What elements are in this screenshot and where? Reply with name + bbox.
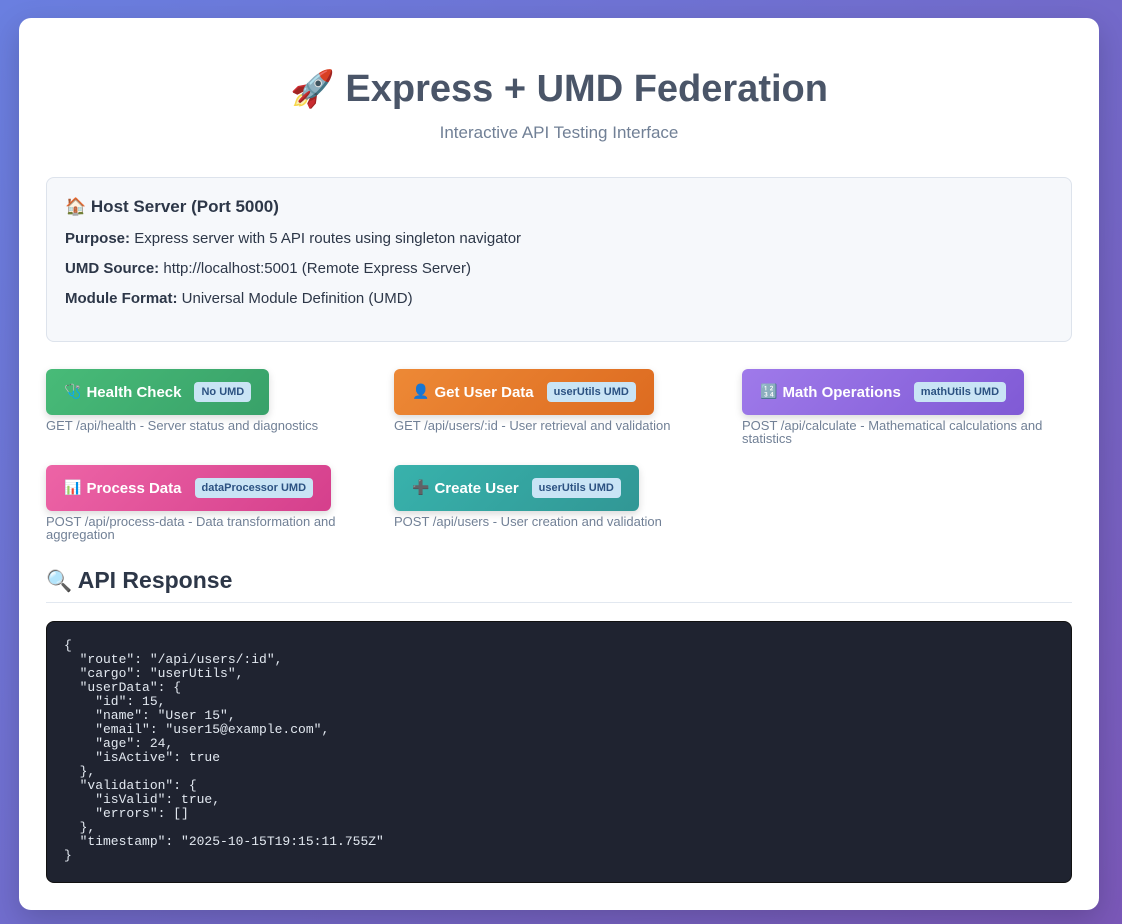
umd-badge: mathUtils UMD <box>913 382 1007 402</box>
info-umd-source: UMD Source: http://localhost:5001 (Remot… <box>65 260 1053 278</box>
process-data-description: POST /api/process-data - Data transforma… <box>46 514 336 542</box>
info-umd-source-value: http://localhost:5001 (Remote Express Se… <box>163 260 471 277</box>
house-icon: 🏠 <box>65 197 87 216</box>
main-card: 🚀 Express + UMD Federation Interactive A… <box>19 18 1099 910</box>
rocket-icon: 🚀 <box>290 69 335 110</box>
info-title-text: Host Server (Port 5000) <box>90 197 279 216</box>
page-title-text: Express + UMD Federation <box>345 68 828 110</box>
page-title: 🚀 Express + UMD Federation <box>19 64 1099 115</box>
info-module-format-value: Universal Module Definition (UMD) <box>181 290 413 307</box>
process-data-button[interactable]: 📊 Process Data dataProcessor UMD <box>46 465 332 511</box>
magnifier-icon: 🔍 <box>46 569 73 593</box>
info-title: 🏠 Host Server (Port 5000) <box>65 196 1053 218</box>
bar-chart-icon: 📊 <box>64 480 82 496</box>
endpoint-create-user: ➕ Create User userUtils UMD POST /api/us… <box>394 465 704 528</box>
host-server-info: 🏠 Host Server (Port 5000) Purpose: Expre… <box>46 177 1072 342</box>
api-response-heading: 🔍 API Response <box>46 567 1072 603</box>
page-subtitle: Interactive API Testing Interface <box>439 123 679 142</box>
plus-icon: ➕ <box>412 480 430 496</box>
info-purpose-label: Purpose: <box>65 230 131 247</box>
info-purpose-value: Express server with 5 API routes using s… <box>134 230 522 247</box>
get-user-data-button[interactable]: 👤 Get User Data userUtils UMD <box>394 369 654 415</box>
math-operations-label: Math Operations <box>782 383 901 401</box>
endpoint-math: 🔢 Math Operations mathUtils UMD POST /ap… <box>742 369 1062 445</box>
numbers-icon: 🔢 <box>760 384 778 400</box>
math-operations-button[interactable]: 🔢 Math Operations mathUtils UMD <box>742 369 1025 415</box>
umd-badge: userUtils UMD <box>546 382 636 402</box>
api-response-heading-text: API Response <box>77 567 233 593</box>
api-response-output[interactable]: { "route": "/api/users/:id", "cargo": "u… <box>46 621 1072 883</box>
health-check-label: Health Check <box>86 383 182 401</box>
math-operations-description: POST /api/calculate - Mathematical calcu… <box>742 418 1043 446</box>
health-check-button[interactable]: 🩺 Health Check No UMD <box>46 369 270 415</box>
endpoint-health: 🩺 Health Check No UMD GET /api/health - … <box>46 369 356 432</box>
header: 🚀 Express + UMD Federation Interactive A… <box>19 64 1099 143</box>
health-check-description: GET /api/health - Server status and diag… <box>46 418 319 433</box>
info-umd-source-label: UMD Source: <box>65 260 160 277</box>
create-user-button[interactable]: ➕ Create User userUtils UMD <box>394 465 639 511</box>
endpoint-process-data: 📊 Process Data dataProcessor UMD POST /a… <box>46 465 356 541</box>
process-data-label: Process Data <box>86 479 182 497</box>
umd-badge: userUtils UMD <box>531 478 621 498</box>
info-purpose: Purpose: Express server with 5 API route… <box>65 230 1053 248</box>
info-module-format-label: Module Format: <box>65 290 178 307</box>
user-icon: 👤 <box>412 384 430 400</box>
info-module-format: Module Format: Universal Module Definiti… <box>65 290 1053 308</box>
umd-badge: No UMD <box>194 382 252 402</box>
umd-badge: dataProcessor UMD <box>194 478 314 498</box>
get-user-data-label: Get User Data <box>434 383 534 401</box>
create-user-label: Create User <box>434 479 519 497</box>
get-user-data-description: GET /api/users/:id - User retrieval and … <box>394 418 671 433</box>
stethoscope-icon: 🩺 <box>64 384 82 400</box>
endpoint-get-user: 👤 Get User Data userUtils UMD GET /api/u… <box>394 369 704 432</box>
create-user-description: POST /api/users - User creation and vali… <box>394 514 662 529</box>
